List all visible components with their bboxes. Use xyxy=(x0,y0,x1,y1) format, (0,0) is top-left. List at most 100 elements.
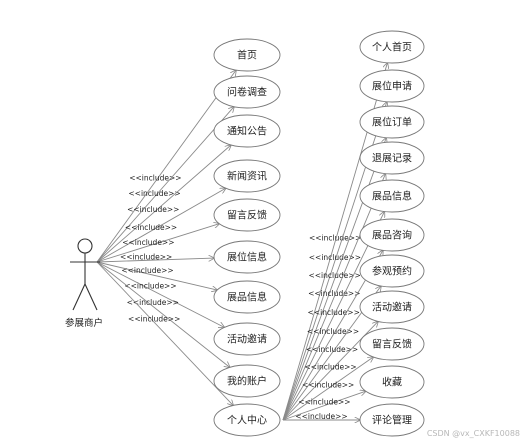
include-edge xyxy=(96,224,219,263)
include-label: <<include>> xyxy=(308,308,360,317)
use-case-left: 新闻资讯 xyxy=(213,159,281,193)
include-edge xyxy=(96,258,214,263)
use-case-right: 展品信息 xyxy=(359,179,425,213)
use-case-label: 收藏 xyxy=(382,376,402,389)
use-case-label: 展品咨询 xyxy=(372,229,412,242)
use-case-label: 个人首页 xyxy=(372,41,412,54)
include-label: <<include>> xyxy=(127,205,179,214)
include-edge xyxy=(282,212,384,421)
use-case-left: 首页 xyxy=(213,38,281,72)
use-case-left: 留言反馈 xyxy=(213,198,281,232)
use-case-label: 问卷调查 xyxy=(227,86,267,99)
include-edge xyxy=(96,261,233,405)
use-case-label: 退展记录 xyxy=(372,153,412,165)
use-case-left: 通知公告 xyxy=(213,114,281,148)
include-label: <<include>> xyxy=(306,345,358,354)
include-label: <<include>> xyxy=(129,173,181,182)
include-label: <<include>> xyxy=(122,238,174,247)
include-label: <<include>> xyxy=(302,381,354,390)
use-case-label: 个人中心 xyxy=(227,414,267,427)
use-case-ellipse xyxy=(359,69,425,103)
use-case-ellipse xyxy=(359,290,425,324)
use-case-ellipse xyxy=(213,159,281,193)
include-label: <<include>> xyxy=(128,314,180,323)
actor-icon xyxy=(70,238,100,311)
use-case-ellipse xyxy=(213,403,281,437)
include-edge xyxy=(96,107,234,263)
include-label: <<include>> xyxy=(121,266,173,275)
include-edge xyxy=(96,261,224,327)
include-edge xyxy=(282,174,385,421)
use-case-label: 我的账户 xyxy=(227,375,267,388)
include-label: <<include>> xyxy=(307,327,359,336)
use-case-right: 退展记录 xyxy=(359,141,425,175)
include-edge xyxy=(96,70,236,263)
include-edge xyxy=(96,188,226,263)
use-case-ellipse xyxy=(359,30,425,64)
use-case-right: 评论管理 xyxy=(359,403,425,437)
include-edge xyxy=(282,357,373,421)
include-edge xyxy=(96,261,230,367)
use-case-right: 个人首页 xyxy=(359,30,425,64)
use-case-right: 展位订单 xyxy=(359,105,425,139)
use-case-ellipse xyxy=(213,364,281,398)
use-case-ellipse xyxy=(359,403,425,437)
use-case-label: 新闻资讯 xyxy=(227,170,267,183)
use-case-label: 通知公告 xyxy=(227,125,267,138)
include-label: <<include>> xyxy=(308,289,360,298)
include-label: <<include>> xyxy=(295,412,347,421)
use-case-label: 展品信息 xyxy=(372,190,412,203)
use-case-left: 个人中心 xyxy=(213,403,281,437)
use-case-label: 展位信息 xyxy=(227,251,267,264)
use-case-label: 活动邀请 xyxy=(372,301,412,314)
use-case-label: 留言反馈 xyxy=(227,209,267,222)
use-case-ellipse xyxy=(213,114,281,148)
include-label: <<include>> xyxy=(120,252,172,261)
use-case-ellipse xyxy=(359,179,425,213)
use-case-left: 我的账户 xyxy=(213,364,281,398)
use-case-label: 展品信息 xyxy=(227,291,267,304)
include-label: <<include>> xyxy=(309,233,361,242)
include-label: <<include>> xyxy=(308,271,360,280)
use-case-right: 留言反馈 xyxy=(359,327,425,361)
use-case-ellipse xyxy=(213,75,281,109)
use-case-right: 展位申请 xyxy=(359,69,425,103)
use-case-ellipse xyxy=(213,198,281,232)
include-label: <<include>> xyxy=(298,398,350,407)
watermark: CSDN @vx_CXKF10088 xyxy=(427,429,520,438)
include-edge xyxy=(282,391,366,421)
use-case-ellipse xyxy=(213,38,281,72)
use-case-ellipse xyxy=(359,218,425,252)
use-case-right: 参观预约 xyxy=(359,254,425,288)
use-case-label: 活动邀请 xyxy=(227,333,267,346)
use-case-label: 首页 xyxy=(237,49,257,62)
use-case-left: 问卷调查 xyxy=(213,75,281,109)
use-case-ellipse xyxy=(359,365,425,399)
use-case-ellipse xyxy=(213,322,281,356)
include-edge xyxy=(96,145,231,263)
use-case-ellipse xyxy=(359,327,425,361)
use-case-label: 评论管理 xyxy=(372,414,412,427)
use-case-ellipse xyxy=(359,254,425,288)
include-edge xyxy=(96,261,217,290)
use-case-left: 展位信息 xyxy=(213,240,281,274)
include-label: <<include>> xyxy=(128,189,180,198)
use-case-ellipse xyxy=(359,141,425,175)
use-case-label: 参观预约 xyxy=(372,265,412,278)
use-case-ellipse xyxy=(213,280,281,314)
use-case-left: 活动邀请 xyxy=(213,322,281,356)
use-case-left: 展品信息 xyxy=(213,280,281,314)
use-case-label: 展位订单 xyxy=(372,116,412,129)
use-case-right: 展品咨询 xyxy=(359,218,425,252)
actor-label: 参展商户 xyxy=(65,317,103,329)
use-case-right: 收藏 xyxy=(359,365,425,399)
include-label: <<include>> xyxy=(309,253,361,262)
include-label: <<include>> xyxy=(124,281,176,290)
include-label: <<include>> xyxy=(304,363,356,372)
use-case-right: 活动邀请 xyxy=(359,290,425,324)
include-label: <<include>> xyxy=(127,298,179,307)
use-case-ellipse xyxy=(359,105,425,139)
use-case-label: 留言反馈 xyxy=(372,338,412,351)
